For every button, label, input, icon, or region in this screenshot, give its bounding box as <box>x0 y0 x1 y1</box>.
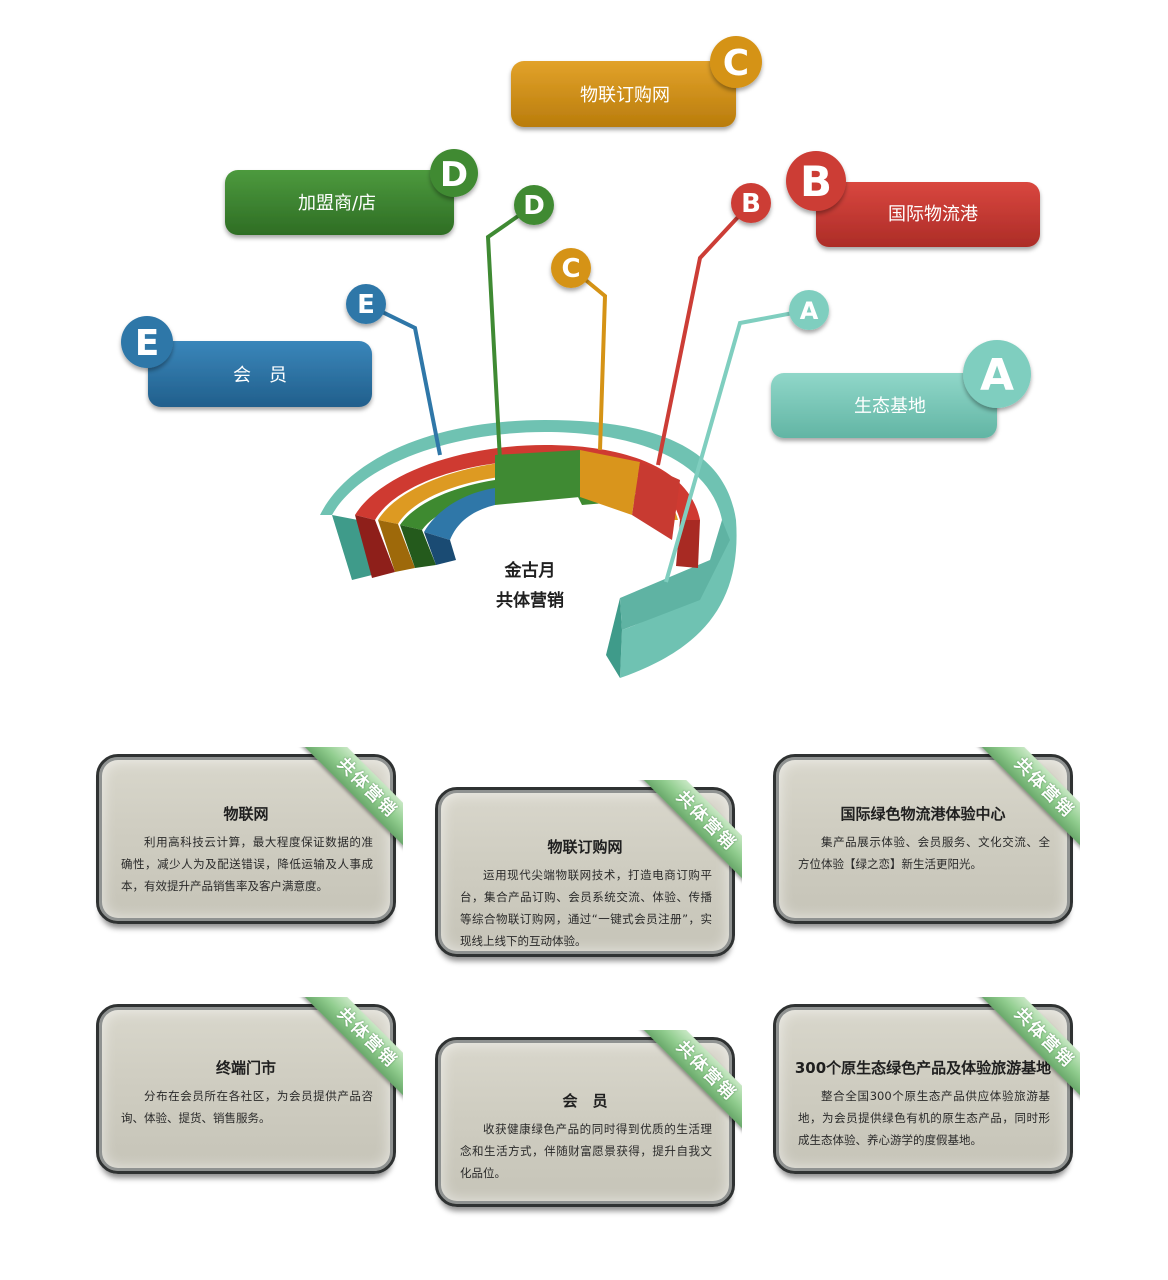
card-body: 集产品展示体验、会员服务、文化交流、全方位体验【绿之恋】新生活更阳光。 <box>798 835 1050 871</box>
label-d-text: 加盟商/店 <box>298 193 376 214</box>
center-title-line1: 金古月 <box>504 560 556 581</box>
marker-b-letter: B <box>741 189 761 219</box>
card-wuliugang: 国际绿色物流港体验中心 集产品展示体验、会员服务、文化交流、全方位体验【绿之恋】… <box>773 747 1080 924</box>
center-title-line2: 共体营销 <box>496 590 564 611</box>
label-e-text: 会 员 <box>233 365 287 386</box>
arc-ring-e <box>424 488 495 540</box>
marketing-diagram: E D C B A 物联订购网 C 加盟商/店 D 国际物流港 <box>121 36 1040 678</box>
marker-d-letter: D <box>523 191 545 221</box>
label-a-text: 生态基地 <box>854 396 926 417</box>
card-inner: 会 员 收获健康绿色产品的同时得到优质的生活理念和生活方式，伴随财富愿景获得，提… <box>438 1040 732 1204</box>
label-a-letter: A <box>980 350 1014 401</box>
marker-e-letter: E <box>357 290 375 320</box>
card-zhongduan: 终端门市 分布在会员所在各社区，为会员提供产品咨询、体验、提货、销售服务。 共体… <box>96 997 403 1174</box>
label-a: 生态基地 A <box>771 340 1031 438</box>
card-huiyuan: 会 员 收获健康绿色产品的同时得到优质的生活理念和生活方式，伴随财富愿景获得，提… <box>435 1030 742 1207</box>
card-inner: 物联网 利用高科技云计算，最大程度保证数据的准确性，减少人为及配送错误，降低运输… <box>99 757 393 921</box>
card-body: 整合全国300个原生态产品供应体验旅游基地，为会员提供绿色有机的原生态产品，同时… <box>798 1089 1050 1147</box>
card-wulianwang: 物联网 利用高科技云计算，最大程度保证数据的准确性，减少人为及配送错误，降低运输… <box>96 747 403 924</box>
marker-e: E <box>346 284 386 324</box>
markers: E D C B A <box>346 183 829 330</box>
label-c-text: 物联订购网 <box>580 85 670 106</box>
card-wulian-dinggouwang: 物联订购网 运用现代尖端物联网技术，打造电商订购平台，集合产品订购、会员系统交流… <box>435 780 742 957</box>
label-b: 国际物流港 B <box>786 151 1040 247</box>
card-body: 收获健康绿色产品的同时得到优质的生活理念和生活方式，伴随财富愿景获得，提升自我文… <box>460 1122 712 1180</box>
card-jidi: 300个原生态绿色产品及体验旅游基地 整合全国300个原生态产品供应体验旅游基地… <box>773 997 1080 1174</box>
label-e: 会 员 E <box>121 316 372 407</box>
card-title: 国际绿色物流港体验中心 <box>840 805 1006 823</box>
marker-c-letter: C <box>561 254 580 284</box>
card-inner: 终端门市 分布在会员所在各社区，为会员提供产品咨询、体验、提货、销售服务。 <box>99 1007 393 1171</box>
label-e-letter: E <box>135 323 160 364</box>
marker-c: C <box>551 248 591 288</box>
leader-line-e <box>365 302 442 456</box>
card-title: 300个原生态绿色产品及体验旅游基地 <box>794 1059 1052 1077</box>
card-body: 分布在会员所在各社区，为会员提供产品咨询、体验、提货、销售服务。 <box>121 1089 373 1125</box>
marker-a-letter: A <box>800 297 819 325</box>
card-title: 会 员 <box>562 1092 608 1110</box>
label-c-letter: C <box>723 43 749 84</box>
card-inner: 国际绿色物流港体验中心 集产品展示体验、会员服务、文化交流、全方位体验【绿之恋】… <box>776 757 1070 921</box>
marker-a: A <box>789 290 829 330</box>
card-title: 物联网 <box>223 805 269 823</box>
leader-line-b <box>656 201 753 466</box>
card-body: 利用高科技云计算，最大程度保证数据的准确性，减少人为及配送错误，降低运输及人事成… <box>121 835 373 893</box>
label-d: 加盟商/店 D <box>225 149 478 235</box>
card-title: 物联订购网 <box>547 838 623 856</box>
label-d-letter: D <box>440 155 468 195</box>
label-c: 物联订购网 C <box>511 36 762 127</box>
leader-line-a <box>664 308 810 583</box>
card-inner: 物联订购网 运用现代尖端物联网技术，打造电商订购平台，集合产品订购、会员系统交流… <box>438 790 732 954</box>
card-title: 终端门市 <box>215 1059 276 1077</box>
card-inner: 300个原生态绿色产品及体验旅游基地 整合全国300个原生态产品供应体验旅游基地… <box>776 1007 1070 1171</box>
label-b-text: 国际物流港 <box>888 204 978 225</box>
marker-b: B <box>731 183 771 223</box>
label-b-letter: B <box>800 157 832 206</box>
card-body: 运用现代尖端物联网技术，打造电商订购平台，集合产品订购、会员系统交流、体验、传播… <box>460 868 712 948</box>
marker-d: D <box>514 185 554 225</box>
